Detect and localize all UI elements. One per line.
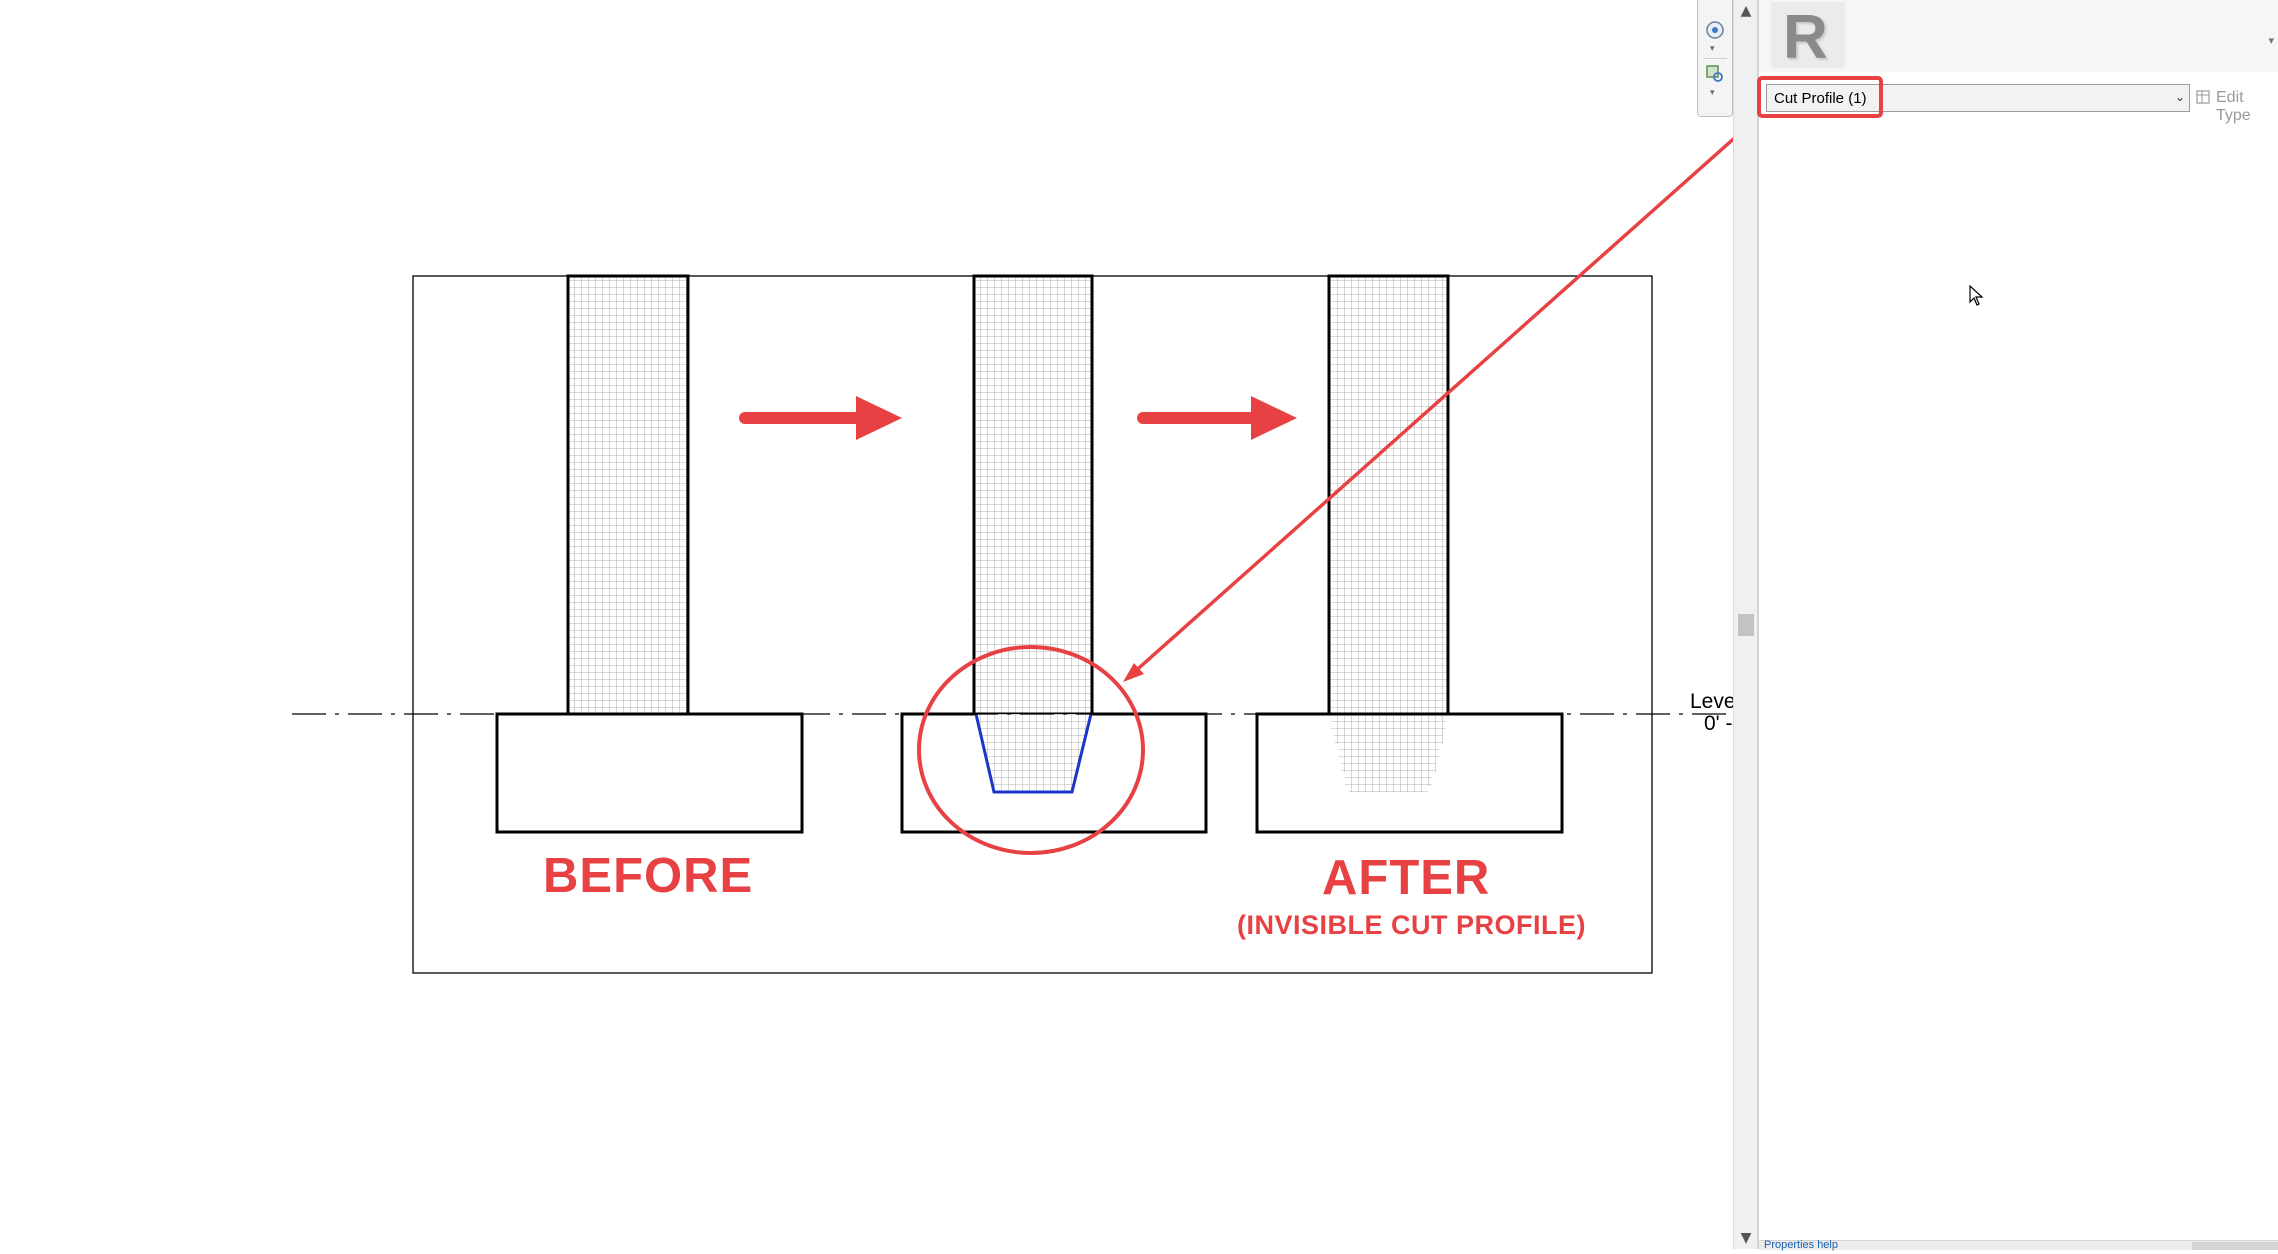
- properties-panel: R ▾ Cut Profile (1) ⌄ Edit Type Properti…: [1757, 0, 2278, 1251]
- level-name[interactable]: Leve: [1690, 690, 1736, 713]
- revit-logo-icon: R: [1771, 2, 1845, 72]
- steering-wheel-icon[interactable]: [1705, 20, 1725, 40]
- zoom-dropdown-icon[interactable]: ▾: [1710, 88, 1715, 98]
- scroll-up-arrow[interactable]: ▲: [1740, 3, 1752, 19]
- type-selector[interactable]: Cut Profile (1) ⌄: [1766, 84, 2190, 112]
- zoom-region-icon[interactable]: [1705, 64, 1725, 84]
- level-elevation[interactable]: 0' -: [1704, 712, 1733, 735]
- before-label: BEFORE: [543, 849, 754, 903]
- after-label: AFTER: [1322, 851, 1491, 905]
- properties-footer: Properties help: [1759, 1239, 2278, 1251]
- cut-profile-outline[interactable]: [974, 713, 1093, 794]
- properties-header: R ▾: [1759, 0, 2278, 72]
- edit-type-button[interactable]: Edit Type: [2191, 84, 2278, 124]
- edit-type-icon: [2196, 90, 2210, 104]
- steering-wheel-dropdown-icon[interactable]: ▾: [1710, 44, 1715, 54]
- vertical-scrollbar[interactable]: ▲ ▼: [1733, 0, 1758, 1249]
- column-before[interactable]: [566, 274, 690, 716]
- type-selector-highlight: [1757, 76, 1883, 118]
- panel-menu-chevron-icon[interactable]: ▾: [2268, 34, 2274, 47]
- invisible-cut-profile-hatch: [1331, 716, 1446, 792]
- apply-button[interactable]: [2192, 1242, 2278, 1250]
- scrollbar-thumb[interactable]: [1738, 614, 1754, 636]
- cut-profile-hatch: [976, 714, 1091, 792]
- after-sublabel: (INVISIBLE CUT PROFILE): [1237, 910, 1586, 940]
- column-middle[interactable]: [972, 274, 1094, 716]
- flow-arrow-2: [1137, 396, 1297, 440]
- chevron-down-icon[interactable]: ⌄: [2174, 90, 2185, 104]
- flow-arrow-1: [739, 396, 902, 440]
- navigation-bar: ▾ ▾: [1697, 0, 1733, 117]
- scroll-down-arrow[interactable]: ▼: [1740, 1230, 1752, 1246]
- edit-type-label: Edit Type: [2216, 89, 2251, 124]
- mouse-cursor-icon: [1969, 285, 1984, 306]
- footing-before[interactable]: [495, 712, 804, 834]
- column-after[interactable]: [1327, 274, 1450, 716]
- type-selector-value: Cut Profile (1): [1774, 90, 1867, 107]
- highlight-circle: [917, 645, 1145, 855]
- properties-help-link[interactable]: Properties help: [1764, 1239, 1838, 1251]
